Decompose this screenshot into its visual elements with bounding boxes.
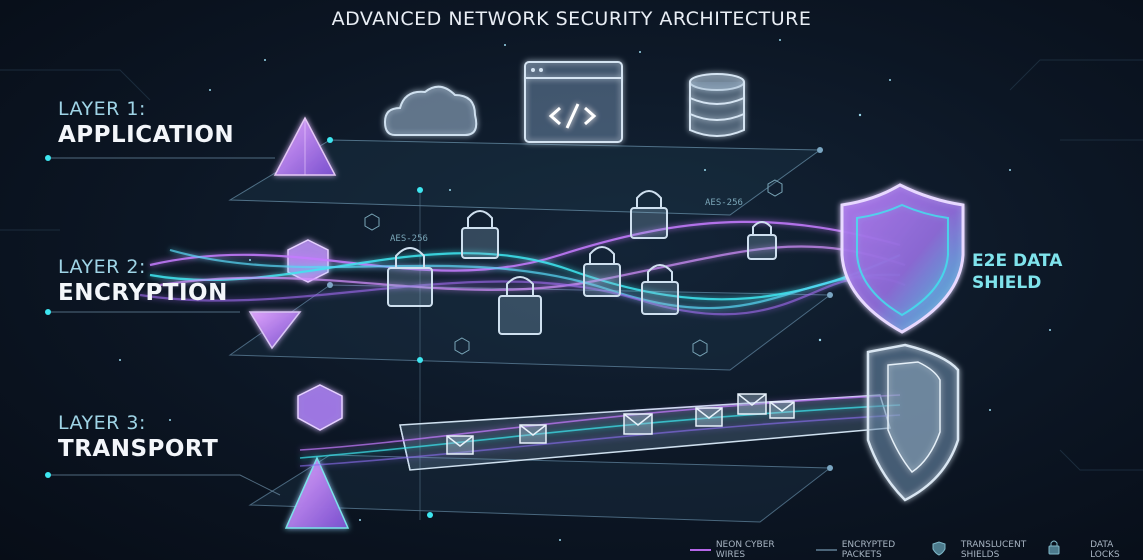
crystal-cube-icon [297, 384, 343, 431]
legend-item-neon-cyber-wires: NEON CYBER WIRES [690, 540, 802, 560]
lock-icon [747, 221, 777, 260]
envelope-icon [695, 407, 723, 427]
layer-number: LAYER 2: [58, 256, 146, 278]
envelope-icon [446, 435, 474, 455]
legend-label: TRANSLUCENT SHIELDS [960, 540, 1027, 560]
legend: NEON CYBER WIRES ENCRYPTED PACKETS TRANS… [690, 540, 1143, 560]
envelope-icon [623, 413, 653, 435]
layer-number: LAYER 3: [58, 412, 146, 434]
layer-label-encryption: LAYER 2: ENCRYPTION [58, 256, 228, 306]
legend-item-data-locks: DATA LOCKS [1076, 540, 1143, 560]
shield-icon [932, 541, 946, 556]
envelope-icon [519, 424, 547, 444]
layer-label-application: LAYER 1: APPLICATION [58, 98, 234, 148]
legend-label: NEON CYBER WIRES [715, 540, 775, 560]
lock-icon [630, 190, 668, 239]
data-locks [387, 190, 777, 335]
legend-label: DATA LOCKS [1090, 540, 1120, 560]
encrypted-packets [446, 393, 795, 455]
layer-label-transport: LAYER 3: TRANSPORT [58, 412, 218, 462]
diagram-title: ADVANCED NETWORK SECURITY ARCHITECTURE [331, 8, 812, 30]
legend-swatches [932, 540, 1060, 556]
wire-line-icon [690, 549, 711, 551]
layer-name: APPLICATION [58, 122, 235, 148]
cipher-tag: AES-256 [390, 234, 428, 244]
layer-name: ENCRYPTION [58, 280, 228, 306]
neon-cyber-wires [139, 220, 906, 316]
crystal-diamond-icon [248, 311, 302, 350]
legend-label: ENCRYPTED PACKETS [841, 540, 896, 560]
shield-label-line2: SHIELD [972, 273, 1042, 293]
e2e-data-shield [840, 183, 965, 334]
layer-name: TRANSPORT [58, 436, 219, 462]
lock-icon [641, 264, 679, 315]
code-window-icon [524, 61, 623, 143]
crystal-pyramid-icon [273, 116, 337, 176]
crystal-pyramid-icon [284, 456, 350, 529]
legend-item-encrypted-packets: ENCRYPTED PACKETS [815, 540, 933, 560]
envelope-icon [769, 401, 795, 419]
lock-icon [387, 247, 433, 307]
background-circuits [0, 59, 1143, 471]
cipher-tag: AES-256 [705, 198, 743, 208]
hex-badges [364, 179, 783, 357]
lock-icon [498, 276, 542, 335]
lock-icon [583, 246, 621, 297]
legend-item-translucent-shields: TRANSLUCENT SHIELDS [947, 540, 1062, 560]
layer-plane-transport [248, 454, 832, 523]
shield-label: E2E DATA SHIELD [972, 250, 1062, 294]
database-icon [689, 73, 745, 137]
envelope-icon [737, 393, 767, 415]
packet-line-icon [815, 549, 837, 551]
layer-number: LAYER 1: [58, 98, 146, 120]
layer-plane-application [228, 139, 822, 216]
shield-label-line1: E2E DATA [972, 251, 1063, 271]
label-connectors [48, 157, 281, 496]
particles [119, 39, 1051, 541]
crystal-cube-icon [287, 239, 329, 283]
lock-icon [1048, 540, 1060, 555]
lock-icon [461, 210, 499, 259]
cloud-icon [383, 85, 478, 136]
translucent-shield [866, 343, 960, 502]
connector-dots [45, 137, 833, 518]
